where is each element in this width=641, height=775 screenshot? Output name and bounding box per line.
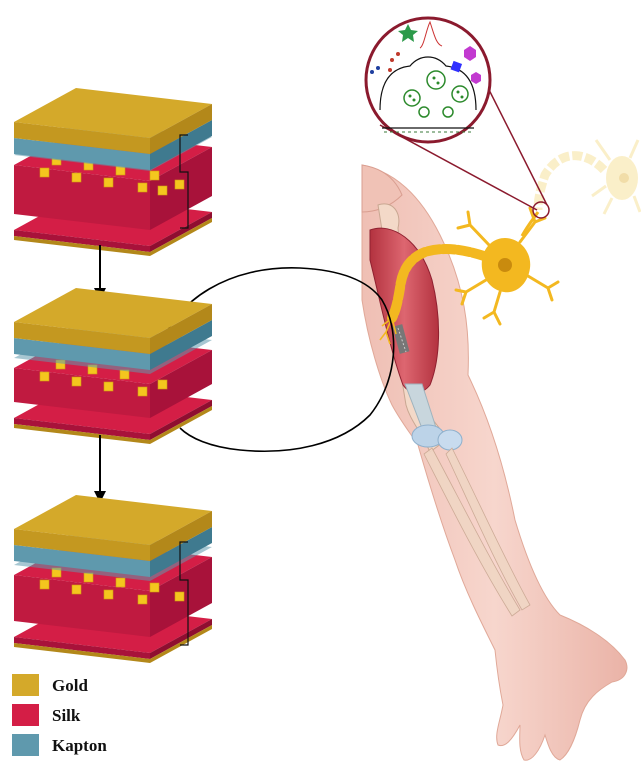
- legend-label-silk: Silk: [52, 706, 80, 726]
- device-stack-2: [14, 288, 212, 444]
- elbow-joint-2: [438, 430, 462, 450]
- legend-swatch-silk: [12, 704, 39, 726]
- faded-neuron: [538, 140, 640, 214]
- legend-label-kapton: Kapton: [52, 736, 107, 756]
- legend-swatch-gold: [12, 674, 39, 696]
- down-arrow-icon: [94, 435, 106, 503]
- legend-label-gold: Gold: [52, 676, 88, 696]
- legend-swatch-kapton: [12, 734, 39, 756]
- device-stack-1: [14, 88, 212, 256]
- device-stack-3: [14, 495, 212, 663]
